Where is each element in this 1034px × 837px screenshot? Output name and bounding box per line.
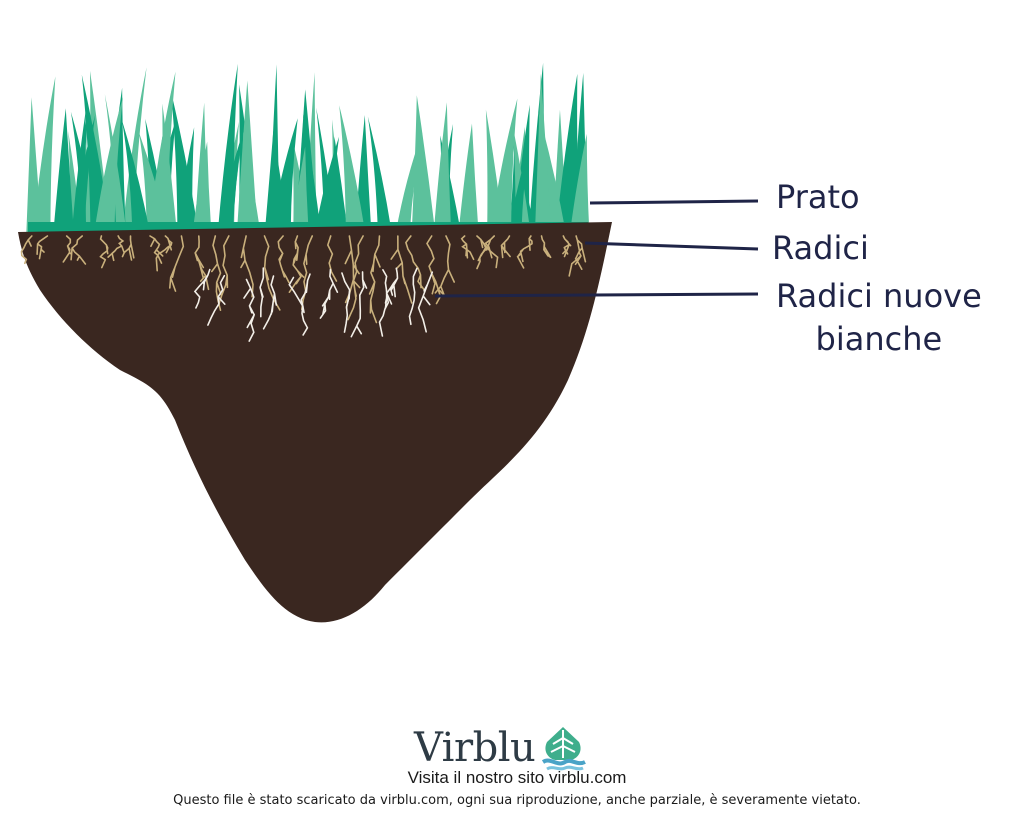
grass-blade (292, 146, 309, 232)
new-white-root (384, 267, 399, 309)
grass-blade (122, 67, 147, 232)
grass-blades (26, 62, 590, 234)
grass-blade (32, 76, 56, 232)
grass-blade (238, 131, 261, 232)
grass-blade (490, 98, 518, 233)
grass-blade (71, 110, 87, 232)
grass-blade (121, 120, 150, 232)
copyright-notice: Questo file è stato scaricato da virblu.… (173, 793, 861, 808)
grass-blade (316, 107, 336, 232)
label-radici-nuove-line1: Radici nuove (776, 277, 982, 315)
root (500, 235, 511, 259)
new-white-root (193, 268, 211, 309)
new-white-root (243, 278, 255, 342)
root (516, 235, 533, 269)
new-white-roots (193, 267, 434, 342)
label-radici-nuove-bianche: Radici nuove bianche (776, 275, 982, 361)
root (568, 235, 587, 277)
grass-blade (302, 113, 321, 232)
root (107, 235, 125, 262)
grass-blade (534, 73, 552, 232)
root (20, 235, 33, 265)
root (326, 235, 338, 282)
leader-line-radici (584, 241, 759, 251)
root (194, 235, 210, 291)
new-white-root (300, 273, 311, 314)
brand-name: Virblu (414, 725, 536, 771)
new-white-root (262, 275, 278, 330)
root (390, 235, 413, 304)
root (434, 235, 455, 296)
root (36, 235, 49, 260)
grass-blade (217, 63, 238, 232)
root (99, 235, 109, 269)
new-white-root (207, 274, 226, 326)
new-white-root (350, 271, 368, 338)
root (540, 235, 552, 259)
leader-line-radici-nuove (434, 292, 759, 298)
new-white-root (408, 267, 418, 326)
grass-blade (53, 108, 74, 232)
leaf-wave-logo-icon (542, 727, 587, 771)
grass-blade (148, 71, 176, 232)
root (277, 235, 290, 284)
grass-blade (268, 64, 280, 232)
root (62, 235, 72, 263)
visit-site-text: Visita il nostro sito virblu.com (407, 768, 627, 787)
root (70, 235, 87, 265)
new-white-root (417, 271, 434, 333)
grass-blade (509, 146, 529, 232)
root (426, 235, 446, 305)
root (460, 235, 475, 261)
grass-blade (339, 105, 366, 232)
grass-blade (411, 95, 436, 232)
brand-logo[interactable]: Virblu (414, 722, 587, 774)
root (157, 235, 173, 255)
label-radici-nuove-line2: bianche (815, 320, 943, 359)
grass-blade (570, 133, 590, 232)
grass-blade (458, 123, 479, 232)
root (562, 235, 572, 258)
root (347, 235, 364, 321)
roots (20, 235, 587, 324)
grass-blade (177, 127, 195, 232)
grass-blade (433, 102, 452, 232)
label-prato: Prato (776, 178, 860, 216)
root (288, 235, 305, 293)
new-white-root (319, 268, 339, 319)
grass-blade (192, 141, 212, 232)
label-radici: Radici (772, 229, 869, 267)
root (263, 235, 281, 311)
grass-blade (94, 96, 123, 233)
root (405, 235, 426, 292)
root (240, 235, 254, 298)
grass-blade (367, 116, 392, 232)
root (368, 235, 381, 324)
root (476, 235, 495, 270)
root (121, 235, 135, 261)
new-white-root (259, 267, 265, 318)
root (301, 235, 314, 311)
soil-clump (18, 222, 612, 623)
new-white-root (341, 272, 351, 333)
root (211, 235, 222, 311)
grass-blade (329, 136, 348, 232)
grass-blade (555, 73, 579, 233)
leader-line-prato (589, 199, 759, 205)
root (169, 235, 185, 292)
